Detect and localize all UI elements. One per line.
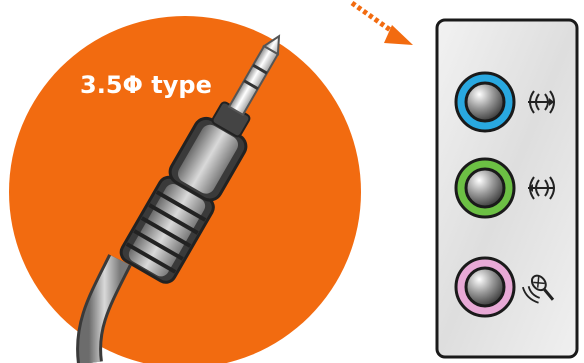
port-line-in[interactable] [456,73,514,131]
port-line-out[interactable] [456,159,514,217]
plug-type-label: 3.5Φ type [80,71,212,99]
port-microphone[interactable] [456,258,514,316]
audio-io-panel [437,20,577,357]
pointer-arrow [352,3,413,45]
